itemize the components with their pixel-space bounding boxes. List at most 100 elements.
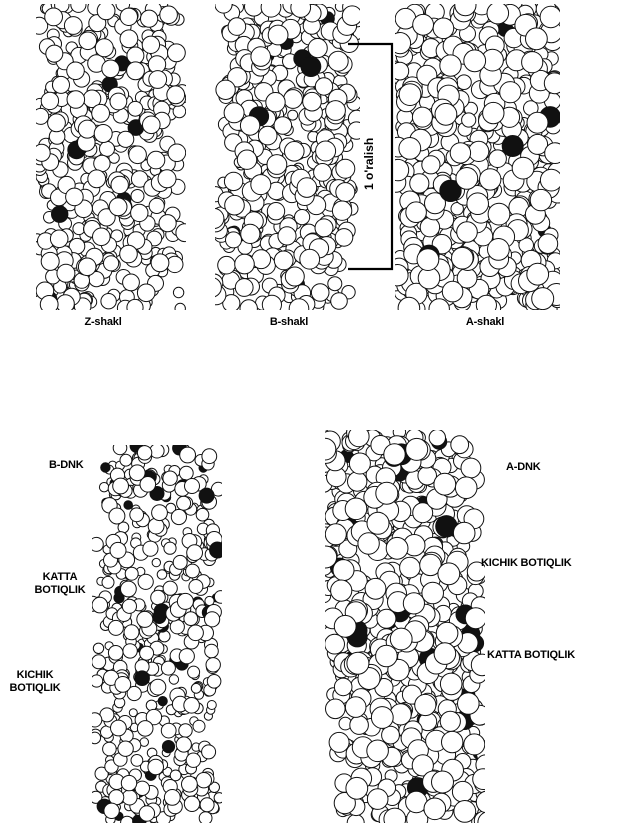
atom-sphere: [108, 646, 123, 661]
atom-sphere: [102, 60, 120, 78]
atom-sphere: [367, 740, 389, 762]
atom-sphere: [46, 45, 63, 62]
atom-sphere: [173, 555, 187, 569]
atom-sphere: [367, 512, 389, 534]
atom-sphere: [177, 496, 191, 510]
atom-sphere: [196, 773, 211, 788]
atom-sphere: [328, 277, 342, 291]
atom-sphere: [331, 580, 352, 601]
atom-sphere: [268, 25, 288, 45]
atom-sphere: [167, 86, 185, 104]
atom-sphere: [334, 678, 352, 696]
atom-sphere: [118, 741, 133, 756]
atom-sphere: [452, 247, 474, 269]
a-dna-spheres: [395, 4, 560, 310]
atom-sphere: [311, 284, 329, 302]
atom-sphere: [284, 90, 303, 109]
atom-sphere: [440, 711, 460, 731]
atom-sphere: [314, 164, 332, 182]
atom-sphere: [235, 279, 253, 297]
atom-sphere: [149, 71, 167, 89]
atom-sphere: [180, 447, 196, 463]
atom-sphere: [350, 716, 369, 735]
atom-sphere: [237, 150, 256, 169]
atom-sphere: [123, 274, 140, 291]
atom-sphere: [240, 300, 257, 310]
atom-sphere: [67, 91, 85, 109]
atom-sphere: [224, 172, 242, 190]
atom-sphere: [500, 82, 521, 103]
atom-sphere: [115, 677, 131, 693]
atom-sphere: [413, 14, 434, 35]
atom-sphere: [92, 655, 106, 669]
atom-sphere: [143, 541, 158, 556]
a-major-groove-label: KATTA BOTIQLIK: [487, 649, 575, 662]
atom-sphere: [125, 567, 138, 580]
a-dna-groove-spheres: [325, 430, 485, 823]
atom-sphere: [78, 120, 96, 138]
atom-sphere: [434, 473, 456, 495]
atom-sphere: [57, 264, 75, 282]
atom-sphere: [199, 488, 214, 503]
atom-sphere: [480, 169, 501, 190]
atom-sphere: [88, 170, 106, 188]
atom-sphere: [94, 155, 110, 171]
atom-sphere: [93, 643, 103, 653]
atom-sphere: [225, 195, 245, 215]
atom-sphere: [358, 533, 379, 554]
atom-sphere: [142, 36, 159, 53]
atom-sphere: [410, 174, 429, 193]
atom-sphere: [300, 249, 320, 269]
atom-sphere: [467, 193, 489, 215]
atom-sphere: [403, 593, 424, 614]
b-minor-groove-line1: KICHIK: [2, 669, 68, 682]
atom-sphere: [185, 479, 200, 494]
atom-sphere: [120, 30, 138, 48]
atom-sphere: [235, 254, 255, 274]
atom-sphere: [94, 125, 112, 143]
atom-sphere: [102, 576, 114, 588]
b-dna-groove-spheres: [92, 445, 222, 823]
atom-sphere: [540, 169, 560, 191]
atom-sphere: [216, 80, 235, 99]
atom-sphere: [184, 612, 198, 626]
atom-sphere: [150, 679, 166, 695]
atom-sphere: [464, 734, 485, 755]
atom-sphere: [412, 107, 432, 127]
atom-sphere: [158, 170, 176, 188]
atom-sphere: [434, 643, 456, 665]
b-dna-groove-model: [92, 445, 222, 823]
atom-sphere: [285, 267, 304, 286]
atom-sphere: [152, 505, 168, 521]
atom-sphere: [118, 131, 134, 147]
atom-sphere: [442, 731, 463, 752]
atom-sphere: [262, 295, 281, 310]
atom-sphere: [41, 92, 58, 109]
atom-sphere: [365, 578, 386, 599]
z-dna-spheres: [36, 4, 186, 310]
b-major-groove-label: KATTA BOTIQLIK: [30, 571, 90, 597]
atom-sphere: [179, 466, 193, 480]
atom-sphere: [348, 472, 367, 491]
atom-sphere: [131, 190, 144, 203]
atom-sphere: [206, 658, 220, 672]
atom-sphere: [177, 593, 193, 609]
atom-sphere: [108, 620, 123, 635]
atom-sphere: [205, 644, 219, 658]
atom-sphere: [121, 775, 136, 790]
atom-sphere: [92, 537, 103, 551]
atom-sphere: [349, 453, 370, 474]
atom-sphere: [406, 438, 428, 460]
atom-sphere: [164, 790, 180, 806]
atom-sphere: [422, 156, 440, 174]
atom-sphere: [148, 759, 164, 775]
atom-sphere: [127, 62, 145, 80]
atom-sphere: [258, 126, 277, 145]
atom-sphere: [329, 732, 349, 752]
atom-sphere: [175, 303, 185, 310]
atom-sphere: [435, 103, 457, 125]
atom-sphere: [92, 104, 110, 122]
atom-sphere: [151, 590, 166, 605]
atom-sphere: [347, 652, 369, 674]
atom-sphere: [123, 644, 137, 658]
